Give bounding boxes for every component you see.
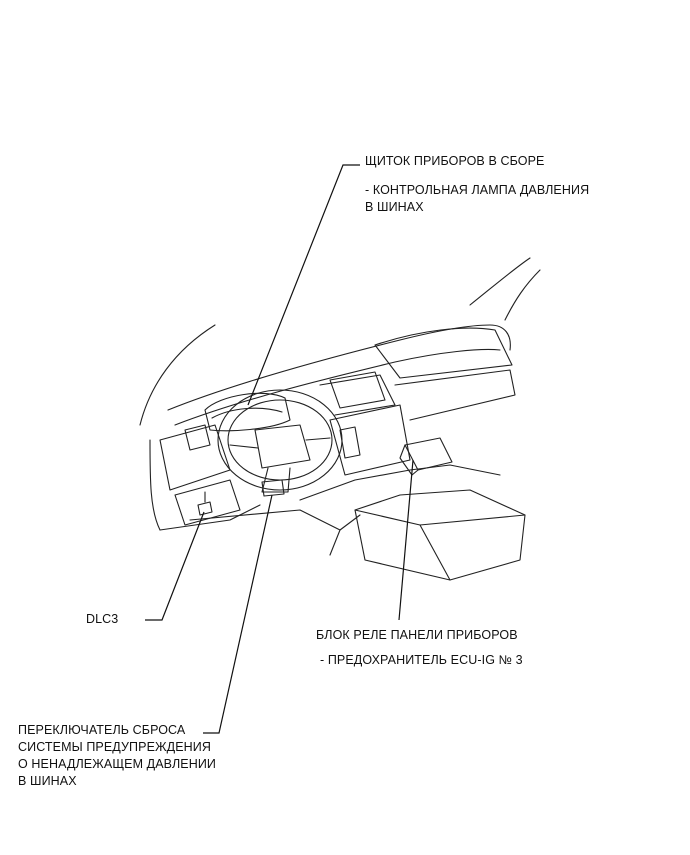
relay-block-sub: - ПРЕДОХРАНИТЕЛЬ ECU-IG № 3: [320, 653, 523, 667]
cluster-face: [211, 407, 283, 419]
cluster-sub-line1: - КОНТРОЛЬНАЯ ЛАМПА ДАВЛЕНИЯ: [365, 183, 590, 197]
cluster-title: ЩИТОК ПРИБОРОВ В СБОРЕ: [365, 154, 545, 168]
relay-block: [404, 437, 453, 471]
left-kick: [159, 504, 261, 531]
steering-wheel-outer: [217, 389, 343, 491]
cluster-hood: [204, 392, 291, 432]
dashboard-top: [167, 324, 511, 411]
cluster-label: ЩИТОК ПРИБОРОВ В СБОРЕ - КОНТРОЛЬНАЯ ЛАМ…: [365, 153, 589, 216]
leader-switch: [203, 494, 273, 734]
leader-relay: [398, 459, 414, 621]
left-dash-face: [159, 424, 231, 491]
console-lower: [299, 464, 501, 501]
leader-dlc3: [145, 511, 205, 621]
floor-right: [339, 514, 361, 531]
reset-switch-label: ПЕРЕКЛЮЧАТЕЛЬ СБРОСА СИСТЕМЫ ПРЕДУПРЕЖДЕ…: [18, 722, 216, 790]
floor-console-edge: [419, 524, 451, 581]
steering-wheel-inner: [227, 399, 333, 481]
steering-spoke-right: [305, 437, 331, 441]
relay-block-title: БЛОК РЕЛЕ ПАНЕЛИ ПРИБОРОВ: [316, 628, 518, 642]
reset-switch-line3: О НЕНАДЛЕЖАЩЕМ ДАВЛЕНИИ: [18, 757, 217, 771]
right-dash-body: [394, 369, 516, 421]
reset-switch-line4: В ШИНАХ: [18, 774, 77, 788]
center-display: [329, 371, 386, 409]
steering-hub: [254, 424, 311, 469]
relay-block-side: [399, 444, 419, 476]
floor-console-top: [354, 509, 526, 526]
dlc3-connector: [197, 501, 213, 516]
left-panel: [174, 479, 241, 526]
left-lower: [149, 439, 161, 531]
dashboard-top-lower: [174, 348, 501, 426]
reset-switch: [261, 479, 285, 497]
center-display-frame: [319, 374, 396, 416]
leader-cluster: [247, 164, 360, 406]
right-hood: [374, 327, 513, 379]
reset-switch-line2: СИСТЕМЫ ПРЕДУПРЕЖДЕНИЯ: [18, 740, 211, 754]
right-pillar-inner: [504, 269, 541, 321]
center-stack-vent: [339, 426, 361, 459]
steering-column: [261, 467, 291, 493]
left-pillar: [139, 324, 216, 426]
steering-spoke-left: [229, 444, 259, 449]
cluster-sub-line2: В ШИНАХ: [365, 200, 424, 214]
center-stack: [329, 404, 411, 476]
left-vent: [184, 424, 211, 451]
reset-switch-line1: ПЕРЕКЛЮЧАТЕЛЬ СБРОСА: [18, 723, 186, 737]
floor-console: [354, 489, 526, 581]
right-pillar: [469, 257, 531, 306]
relay-block-label: БЛОК РЕЛЕ ПАНЕЛИ ПРИБОРОВ - ПРЕДОХРАНИТЕ…: [316, 627, 523, 669]
floor-left: [189, 509, 341, 556]
dlc3-label: DLC3: [86, 612, 119, 626]
